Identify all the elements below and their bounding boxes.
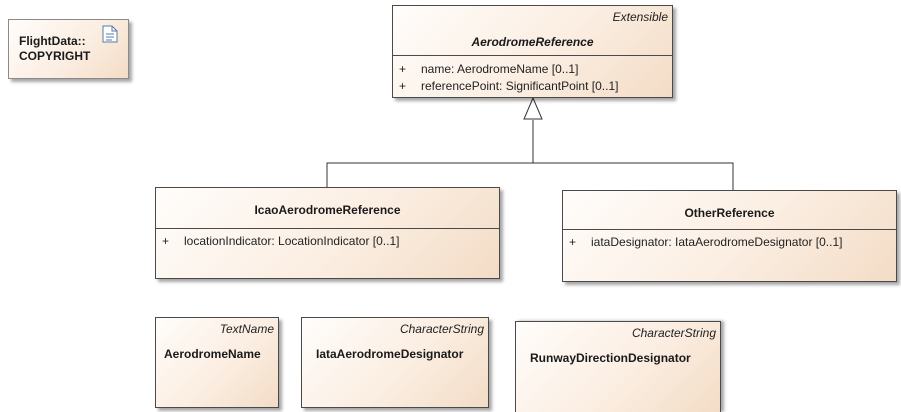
generalization-arrowhead [523,96,543,120]
class-other-reference[interactable]: OtherReference + iataDesignator: IataAero… [562,190,897,282]
attribute-row: + referencePoint: SignificantPoint [0..1] [399,79,618,93]
visibility-marker: + [399,79,407,93]
class-name: RunwayDirectionDesignator [530,351,691,365]
attribute-row: + iataDesignator: IataAerodromeDesignator… [569,235,842,249]
attribute-text: iataDesignator: IataAerodromeDesignator … [591,235,843,249]
edge-icao-to-aerodrome-reference [326,162,533,188]
document-icon [102,25,118,43]
visibility-marker: + [399,62,407,76]
attribute-text: locationIndicator: LocationIndicator [0.… [184,234,400,248]
class-icao-aerodrome-reference[interactable]: IcaoAerodromeReference + locationIndicato… [155,187,500,279]
stereotype-label: TextName [219,322,274,336]
stereotype-label: CharacterString [631,326,716,340]
class-name: AerodromeName [164,347,261,361]
class-aerodrome-name[interactable]: TextName AerodromeName [155,317,279,408]
class-name: IataAerodromeDesignator [316,347,464,361]
class-runway-direction-designator[interactable]: CharacterString RunwayDirectionDesignato… [515,321,721,412]
visibility-marker: + [162,234,170,248]
edge-other-to-aerodrome-reference [533,162,734,190]
attribute-text: name: AerodromeName [0..1] [421,62,579,76]
class-name: AerodromeReference [471,35,594,49]
visibility-marker: + [569,235,577,249]
compartment-separator [156,228,499,229]
class-aerodrome-reference[interactable]: Extensible AerodromeReference + name: Aer… [392,5,673,98]
stereotype-label: CharacterString [399,322,484,336]
attribute-row: + name: AerodromeName [0..1] [399,62,578,76]
stereotype-label: Extensible [612,10,668,24]
attribute-row: + locationIndicator: LocationIndicator [0… [162,234,399,248]
compartment-separator [563,229,896,230]
class-name: IcaoAerodromeReference [254,203,401,217]
note-text: FlightData:: COPYRIGHT [19,34,91,63]
compartment-separator [393,55,672,56]
class-iata-aerodrome-designator[interactable]: CharacterString IataAerodromeDesignator [301,317,489,408]
attribute-text: referencePoint: SignificantPoint [0..1] [421,79,619,93]
copyright-note[interactable]: FlightData:: COPYRIGHT [8,19,129,79]
class-name: OtherReference [684,206,775,220]
